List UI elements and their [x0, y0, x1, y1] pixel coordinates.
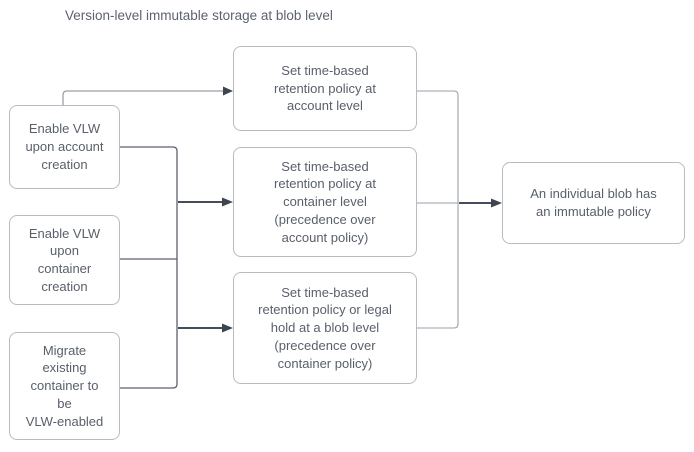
arrow-trunk-to-blob-immutable — [459, 198, 502, 208]
node-enable-vlw-container: Enable VLW upon container creation — [9, 215, 120, 305]
connector-left-trunk — [120, 146, 178, 389]
connector-right-trunk — [417, 90, 459, 329]
node-blob-immutable-policy: An individual blob has an immutable poli… — [502, 162, 685, 244]
diagram-title: Version-level immutable storage at blob … — [65, 8, 333, 23]
arrow-trunk-to-blob-policy — [178, 323, 233, 333]
node-migrate-existing-container: Migrate existing container to be VLW-ena… — [9, 332, 120, 440]
node-retention-blob-level: Set time-based retention policy or legal… — [233, 272, 417, 384]
node-enable-vlw-account: Enable VLW upon account creation — [9, 105, 120, 189]
node-retention-account-level: Set time-based retention policy at accou… — [233, 46, 417, 131]
arrow-account-creation-to-account-policy — [62, 86, 233, 105]
node-retention-container-level: Set time-based retention policy at conta… — [233, 147, 417, 257]
arrow-trunk-to-container-policy — [178, 197, 233, 207]
